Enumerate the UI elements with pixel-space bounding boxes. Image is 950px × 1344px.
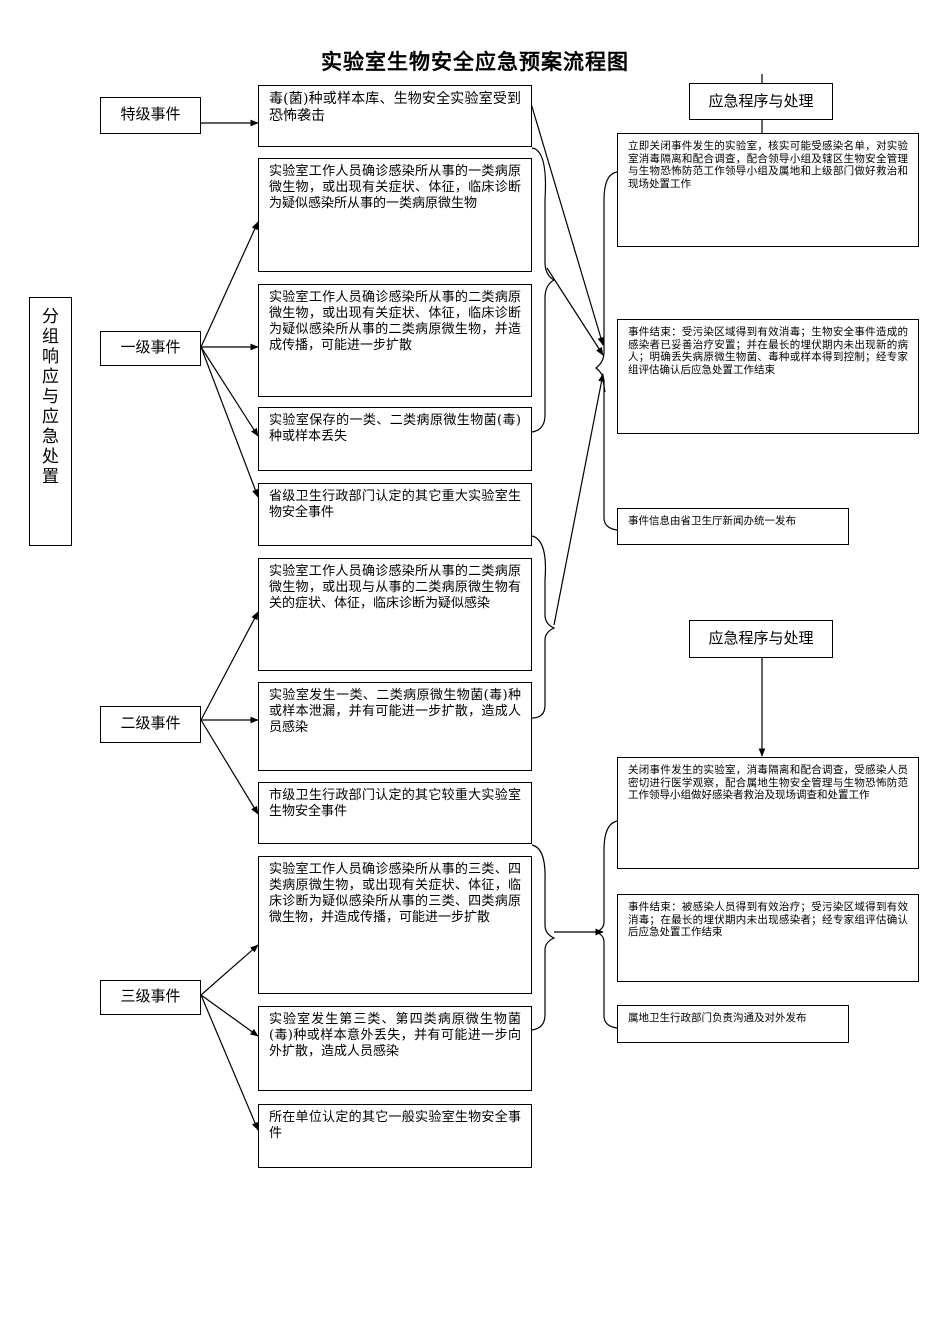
event-l2-3: 市级卫生行政部门认定的其它较重大实验室生物安全事件: [258, 782, 532, 844]
arrow-l1-1: [200, 221, 259, 348]
level-3-box: 三级事件: [100, 980, 201, 1015]
action-top-1: 立即关闭事件发生的实验室，核实可能受感染名单，对实验室消毒隔离和配合调查，配合领…: [617, 133, 919, 247]
event-l1-2: 实验室工作人员确诊感染所从事的二类病原微生物，或出现有关症状、体征，临床诊断为疑…: [258, 284, 532, 397]
action-top-3: 事件信息由省卫生厅新闻办统一发布: [617, 508, 849, 545]
action-bottom-2: 事件结束：被感染人员得到有效治疗；受污染区域得到有效消毒；在最长的埋伏期内未出现…: [617, 894, 919, 982]
arrow-l2-3: [200, 719, 259, 815]
arrow-l2-1: [200, 611, 259, 721]
arrow-converge-3: [553, 373, 605, 626]
event-l2-2: 实验室发生一类、二类病原微生物菌(毒)种或样本泄漏，并有可能进一步扩散，造成人员…: [258, 682, 532, 771]
action-bottom-1: 关闭事件发生的实验室，消毒隔离和配合调查，受感染人员密切进行医学观察，配合属地生…: [617, 757, 919, 869]
event-l3-3: 所在单位认定的其它一般实验室生物安全事件: [258, 1104, 532, 1168]
brace-group-2: [531, 535, 556, 719]
event-l3-2: 实验室发生第三类、第四类病原微生物菌(毒)种或样本意外丢失，并有可能进一步向外扩…: [258, 1006, 532, 1091]
action-bottom-3: 属地卫生行政部门负责沟通及对外发布: [617, 1005, 849, 1043]
arrow-l3-2: [200, 994, 259, 1037]
brace-top-right: [595, 171, 618, 531]
action-top-2: 事件结束：受污染区域得到有效消毒；生物安全事件造成的感染者已妥善治疗安置；并在最…: [617, 319, 919, 434]
arrow-l3-3: [200, 994, 259, 1131]
arrow-converge-2: [546, 267, 604, 356]
event-l1-4: 省级卫生行政部门认定的其它重大实验室生物安全事件: [258, 483, 532, 546]
brace-bottom-right: [594, 820, 618, 1029]
arrow-l3-1: [200, 944, 259, 996]
level-2-box: 二级事件: [100, 706, 201, 743]
event-l3-1: 实验室工作人员确诊感染所从事的三类、四类病原微生物，或出现有关症状、体征，临床诊…: [258, 856, 532, 994]
event-special-1: 毒(菌)种或样本库、生物安全实验室受到恐怖袭击: [258, 85, 532, 147]
arrow-l1-4: [200, 346, 259, 498]
side-label: 分组响应与应急处置: [29, 297, 72, 546]
level-special-box: 特级事件: [100, 97, 201, 134]
event-l1-3: 实验室保存的一类、二类病原微生物菌(毒)种或样本丢失: [258, 407, 532, 471]
brace-group-3: [531, 844, 556, 1031]
arrow-l1-3: [200, 346, 259, 437]
procedure-label-top: 应急程序与处理: [689, 83, 833, 120]
level-1-box: 一级事件: [100, 331, 201, 366]
procedure-label-bottom: 应急程序与处理: [689, 620, 833, 658]
page-title: 实验室生物安全应急预案流程图: [321, 49, 629, 74]
brace-group-1: [531, 147, 556, 433]
event-l2-1: 实验室工作人员确诊感染所从事的二类病原微生物，或出现与从事的二类病原微生物有关的…: [258, 558, 532, 671]
arrow-converge-1: [529, 99, 605, 346]
event-l1-1: 实验室工作人员确诊感染所从事的一类病原微生物，或出现有关症状、体征，临床诊断为疑…: [258, 158, 532, 272]
